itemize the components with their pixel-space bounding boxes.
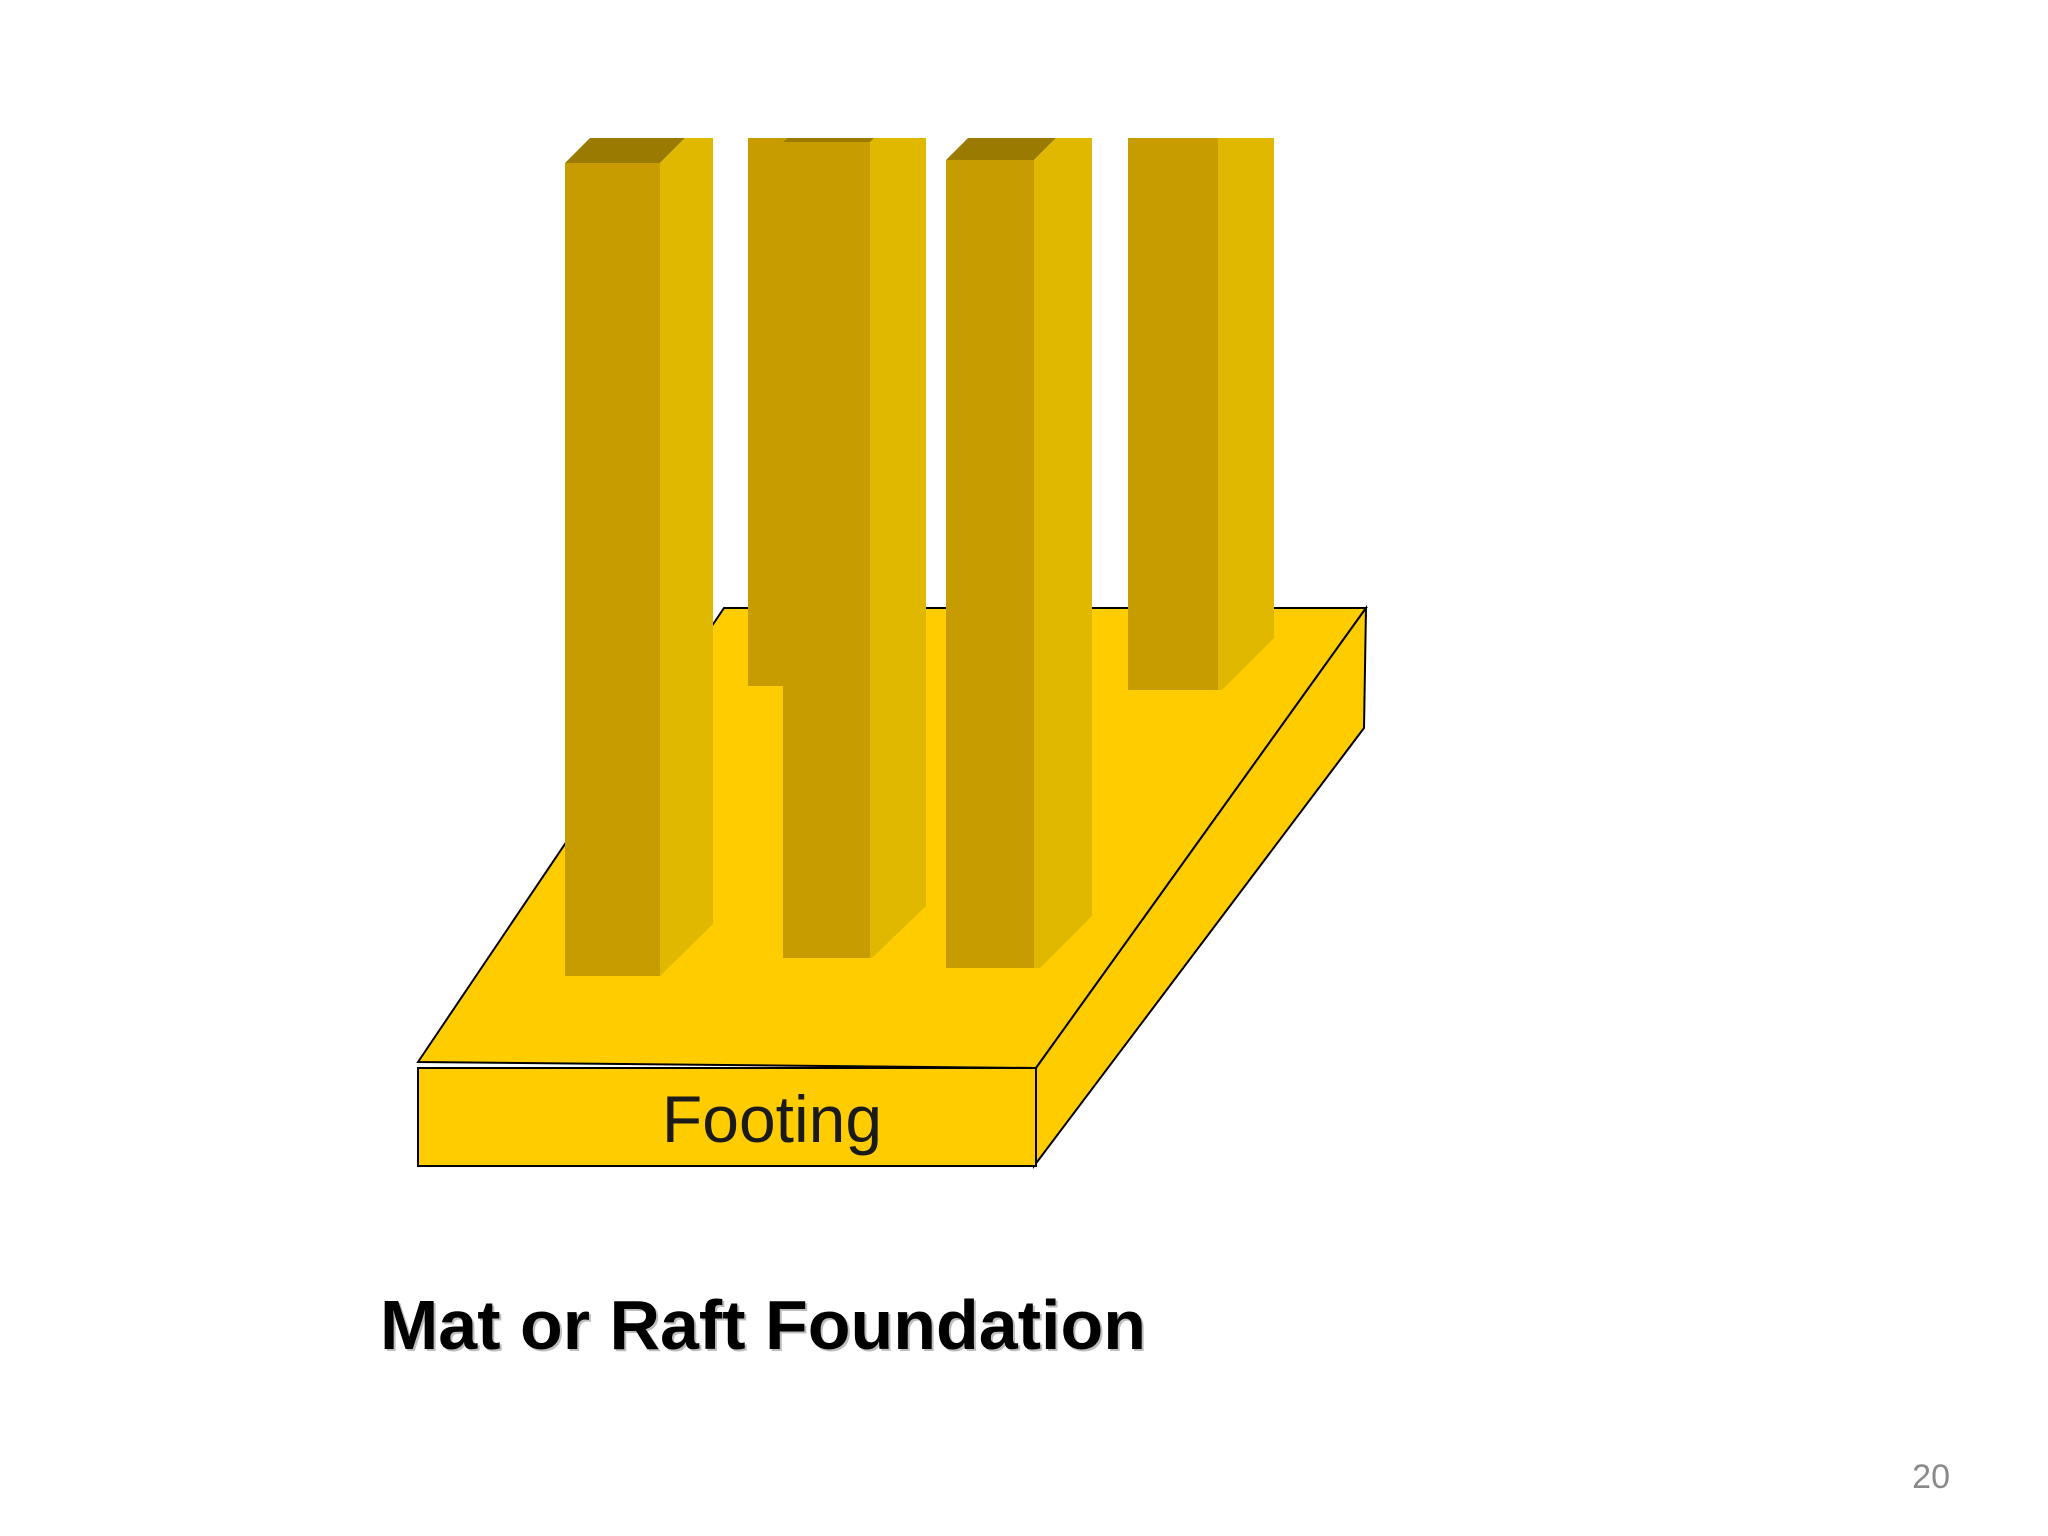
column-front-face [565,163,660,976]
back-right-column [1128,138,1274,690]
front-left-column [565,138,713,976]
column-top-face [565,138,685,163]
column-front-face [783,142,870,958]
slab-front-face [417,1067,1037,1167]
diagram-caption: Mat or Raft Foundation [380,1286,1147,1364]
page-number: 20 [1912,1458,1950,1496]
column-top-face [783,138,874,142]
column-front-face [1128,138,1218,690]
footing-label: Footing [662,1082,882,1156]
column-side-face [1034,138,1092,968]
column-front-face [946,160,1034,968]
front-right-column [946,138,1092,968]
column-side-face [660,138,713,976]
column-top-face [946,138,1056,160]
column-side-face [870,138,926,958]
column-side-face [1218,138,1274,690]
front-center-column [783,138,926,958]
